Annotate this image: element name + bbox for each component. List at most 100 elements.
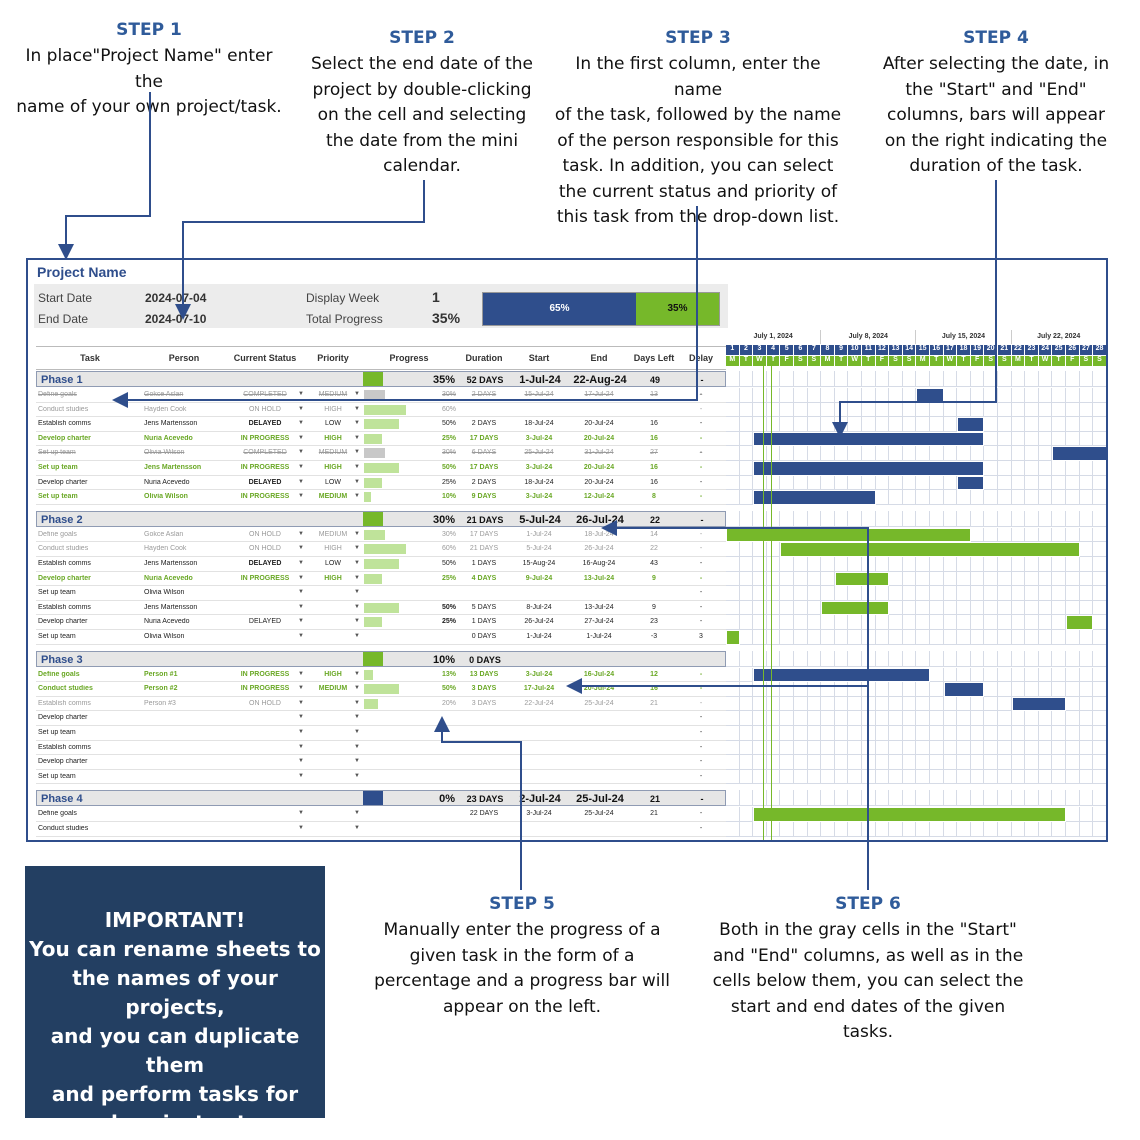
priority-dropdown-icon[interactable]: ▼ [354,685,360,692]
status-dropdown-icon[interactable]: ▼ [298,685,304,692]
status-dropdown-icon[interactable]: ▼ [298,545,304,552]
status-dropdown-icon[interactable]: ▼ [298,603,304,610]
status-dropdown-icon[interactable]: ▼ [298,391,304,397]
status-dropdown-icon[interactable]: ▼ [298,825,304,831]
priority-dropdown-icon[interactable]: ▼ [354,633,360,639]
priority-dropdown-icon[interactable]: ▼ [354,405,360,412]
priority-dropdown-icon[interactable]: ▼ [354,714,360,721]
priority-dropdown-icon[interactable]: ▼ [354,493,360,500]
status-dropdown-icon[interactable]: ▼ [298,589,304,596]
priority-dropdown-icon[interactable]: ▼ [354,589,360,596]
status-dropdown-icon[interactable]: ▼ [298,758,304,765]
status-dropdown-icon[interactable]: ▼ [298,699,304,706]
status-dropdown-icon[interactable]: ▼ [298,633,304,639]
gantt-day-number: 19 [970,345,985,355]
table-row[interactable]: Develop charter-▼▼ [36,711,726,726]
table-row[interactable]: Establish comms-▼▼ [36,741,726,756]
status-dropdown-icon[interactable]: ▼ [298,618,304,625]
gantt-cell [902,600,917,616]
priority-dropdown-icon[interactable]: ▼ [354,758,360,765]
priority-dropdown-icon[interactable]: ▼ [354,810,360,817]
status-dropdown-icon[interactable]: ▼ [298,530,304,537]
status-dropdown-icon[interactable]: ▼ [298,420,304,427]
priority-dropdown-icon[interactable]: ▼ [354,478,360,485]
gantt-cell [984,417,998,432]
gantt-cell [821,696,835,712]
priority-dropdown-icon[interactable]: ▼ [354,603,360,610]
gantt-cell [821,740,835,756]
status-dropdown-icon[interactable]: ▼ [298,449,304,456]
status-dropdown-icon[interactable]: ▼ [298,714,304,721]
status-dropdown-icon[interactable]: ▼ [298,772,304,779]
priority-dropdown-icon[interactable]: ▼ [354,464,360,470]
status-dropdown-icon[interactable]: ▼ [298,560,304,566]
priority-dropdown-icon[interactable]: ▼ [354,449,360,456]
table-row[interactable]: Set up team-▼▼ [36,726,726,741]
priority-dropdown-icon[interactable]: ▼ [354,825,360,831]
status-dropdown-icon[interactable]: ▼ [298,478,304,485]
status-dropdown-icon[interactable]: ▼ [298,729,304,735]
priority-dropdown-icon[interactable]: ▼ [354,699,360,706]
priority-dropdown-icon[interactable]: ▼ [354,618,360,625]
gantt-cell [1025,600,1039,616]
status-value: ON HOLD [249,545,281,553]
priority-dropdown-icon[interactable]: ▼ [354,560,360,566]
status-dropdown-icon[interactable]: ▼ [298,810,304,817]
priority-dropdown-icon[interactable]: ▼ [354,391,360,397]
table-row[interactable]: Conduct studies-▼▼ [36,822,726,837]
end-date-value[interactable]: 2024-07-10 [145,312,207,326]
status-dropdown-icon[interactable]: ▼ [298,464,304,470]
priority-dropdown-icon[interactable]: ▼ [354,729,360,735]
priority-dropdown-icon[interactable]: ▼ [354,545,360,552]
table-row[interactable]: Develop charter-▼▼ [36,755,726,770]
progress-bar [364,544,406,555]
status-dropdown-icon[interactable]: ▼ [298,434,304,441]
priority-dropdown-icon[interactable]: ▼ [354,670,360,677]
gantt-cell [862,371,876,387]
gantt-weekday: S [889,356,903,366]
gantt-cell [902,755,917,770]
status-dropdown-icon[interactable]: ▼ [298,670,304,677]
gantt-bar [957,475,985,491]
table-row[interactable]: Set up team-▼▼ [36,770,726,785]
gantt-cell [998,571,1012,587]
project-name[interactable]: Project Name [37,264,127,280]
status-dropdown-icon[interactable]: ▼ [298,574,304,581]
display-week-value[interactable]: 1 [432,289,440,305]
start-date-value[interactable]: 2024-07-04 [145,291,207,305]
task-name: Set up team [38,464,78,471]
priority-dropdown-icon[interactable]: ▼ [354,743,360,750]
priority-dropdown-icon[interactable]: ▼ [354,434,360,441]
status-dropdown-icon[interactable]: ▼ [298,493,304,500]
priority-dropdown-icon[interactable]: ▼ [354,772,360,779]
status-dropdown-icon[interactable]: ▼ [298,743,304,750]
status-dropdown-icon[interactable]: ▼ [298,405,304,412]
priority-dropdown-icon[interactable]: ▼ [354,530,360,537]
priority-dropdown-icon[interactable]: ▼ [354,574,360,581]
gantt-weekday: T [1025,356,1039,366]
gantt-day-number: 21 [998,345,1012,355]
phase-field: 52 DAYS [466,375,504,385]
gantt-cell [998,431,1012,447]
priority-dropdown-icon[interactable]: ▼ [354,420,360,427]
